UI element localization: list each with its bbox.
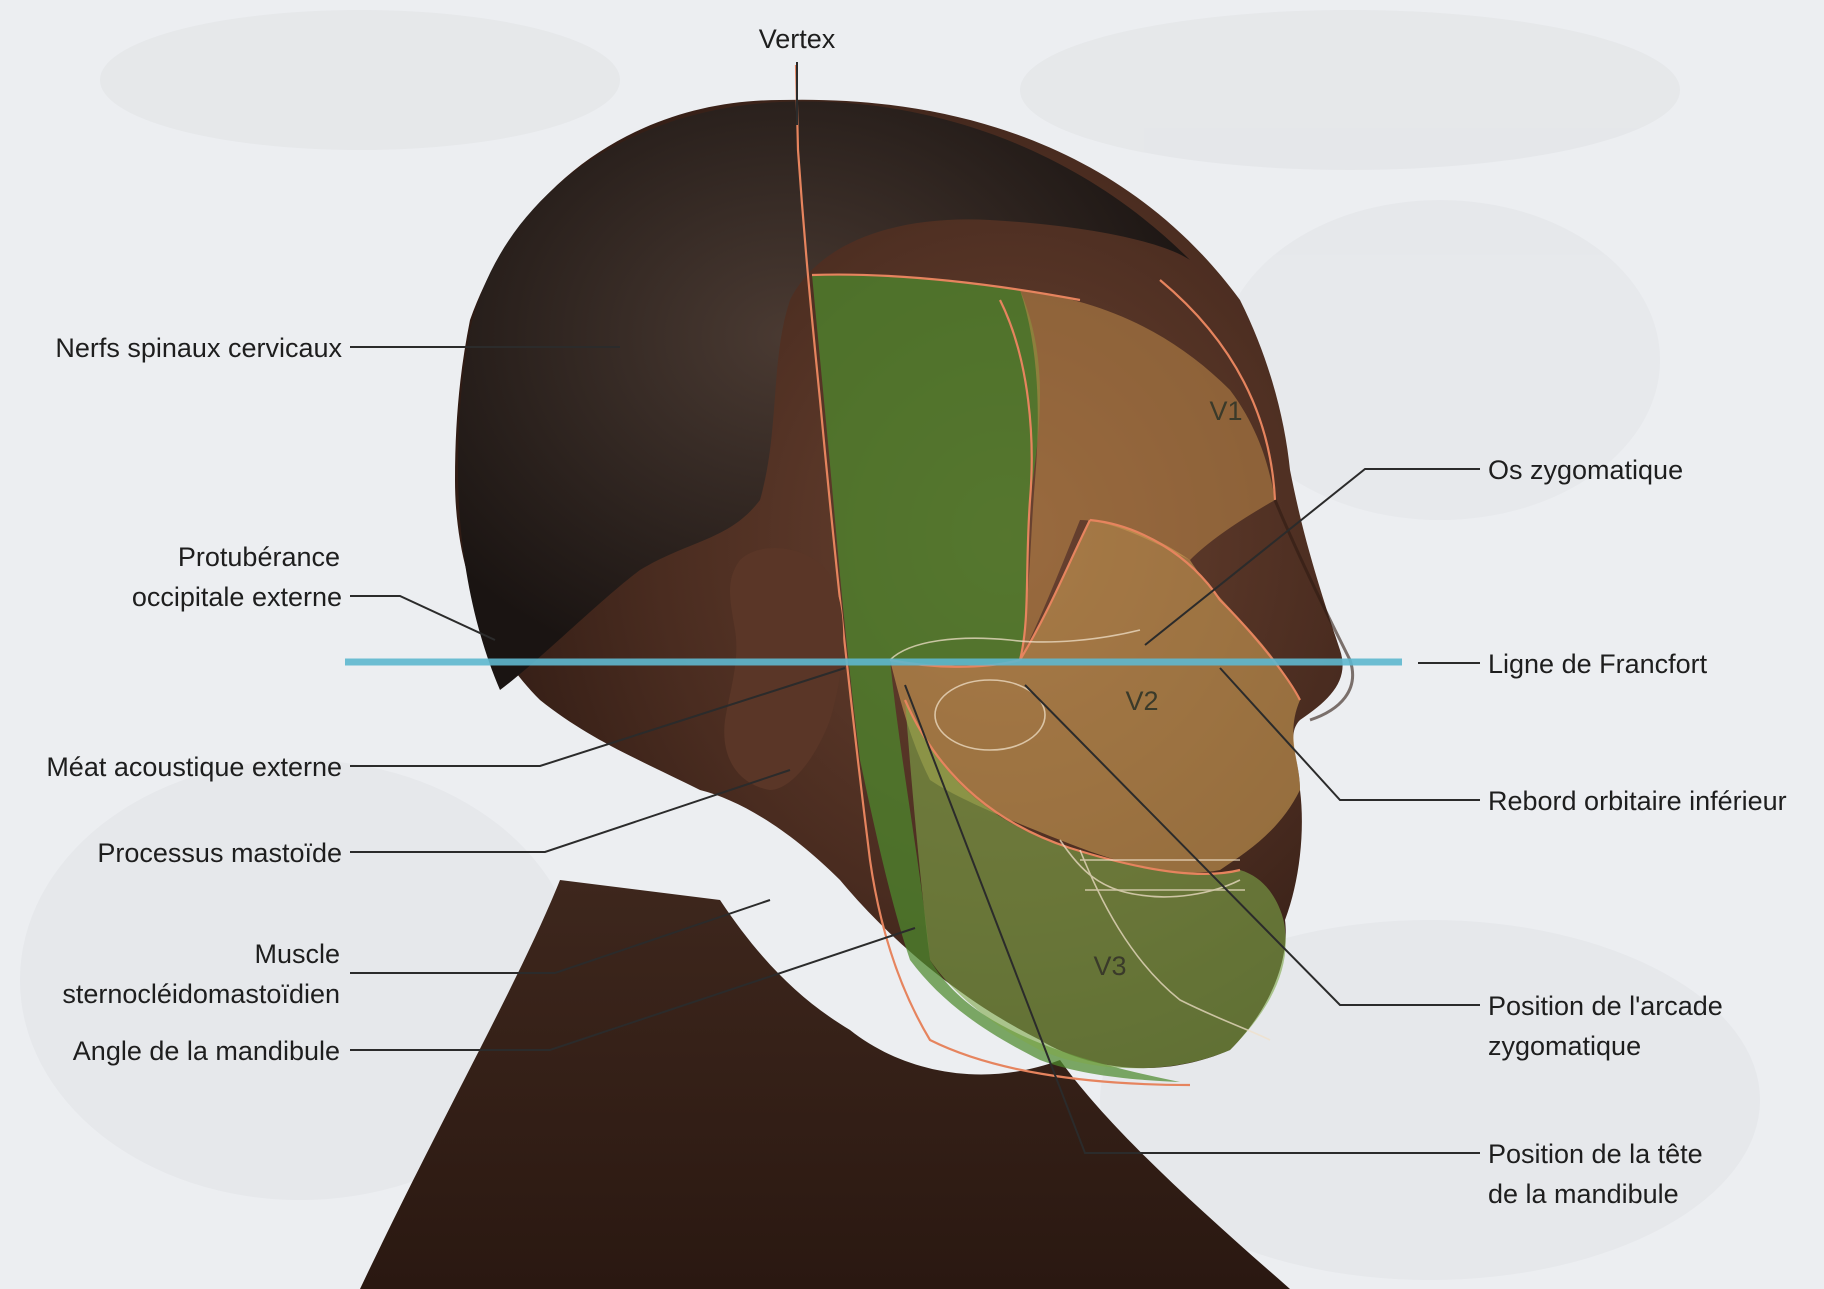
label-vertex: Vertex — [759, 24, 836, 54]
label-angle: Angle de la mandibule — [73, 1036, 340, 1066]
zone-label-v2: V2 — [1125, 686, 1158, 716]
label-nerfs-spinaux: Nerfs spinaux cervicaux — [55, 333, 342, 363]
label-tete-line2: de la mandibule — [1488, 1179, 1679, 1209]
label-arcade-line2: zygomatique — [1488, 1031, 1641, 1061]
label-muscle-line1: Muscle — [254, 939, 340, 969]
label-meat: Méat acoustique externe — [46, 752, 342, 782]
label-tete-line1: Position de la tête — [1488, 1139, 1703, 1169]
label-muscle-line2: sternocléidomastoïdien — [62, 979, 340, 1009]
label-processus: Processus mastoïde — [97, 838, 342, 868]
zone-label-v3: V3 — [1093, 951, 1126, 981]
zone-label-v1: V1 — [1209, 396, 1242, 426]
label-protuberance-line1: Protubérance — [178, 542, 340, 572]
label-os-zygomatique: Os zygomatique — [1488, 455, 1683, 485]
label-arcade-line1: Position de l'arcade — [1488, 991, 1723, 1021]
label-protuberance-line2: occipitale externe — [132, 582, 342, 612]
label-ligne-francfort: Ligne de Francfort — [1488, 649, 1708, 679]
label-rebord-orbitaire: Rebord orbitaire inférieur — [1488, 786, 1787, 816]
